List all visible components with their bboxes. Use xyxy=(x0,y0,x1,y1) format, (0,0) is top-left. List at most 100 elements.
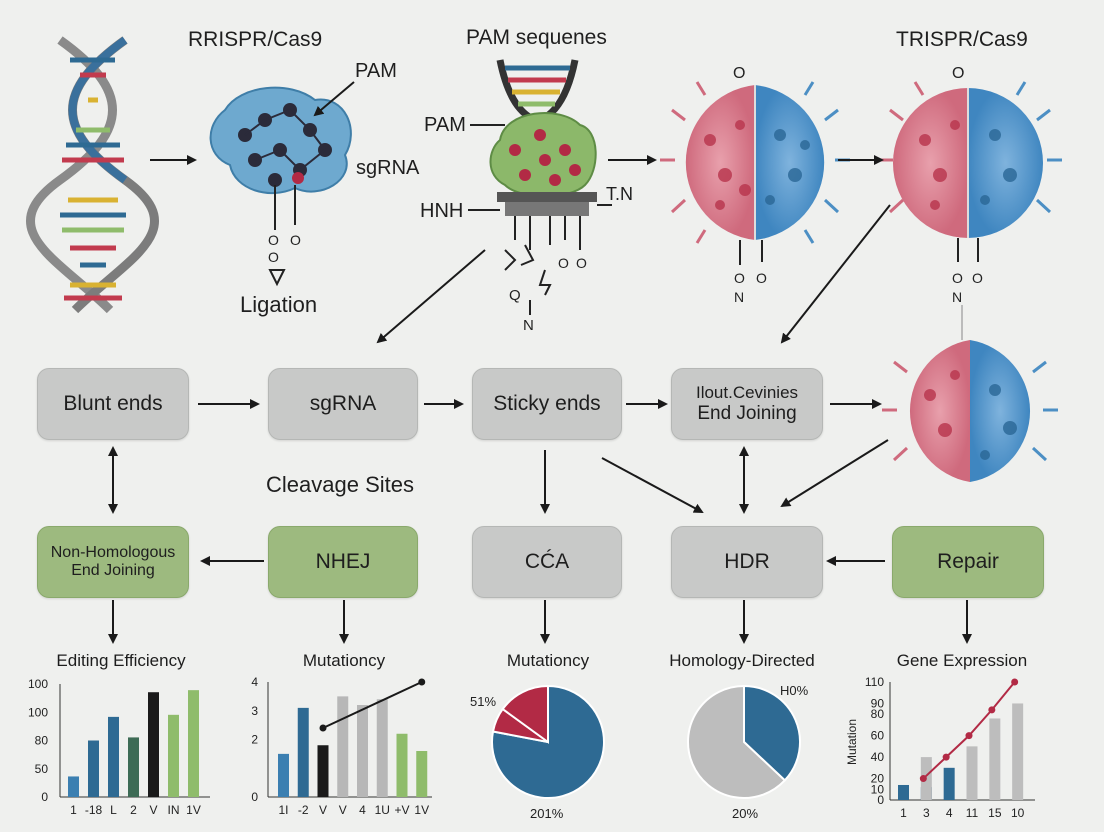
sgrna-box[interactable]: sgRNA xyxy=(268,368,418,440)
svg-text:O: O xyxy=(558,255,569,271)
pie2-label-top: H0% xyxy=(780,683,809,698)
y-tick-label: 0 xyxy=(877,793,884,807)
svg-text:O: O xyxy=(734,270,745,286)
y-tick-label: 20 xyxy=(871,772,885,786)
y-tick-label: 50 xyxy=(35,762,49,776)
flow-arrows xyxy=(108,155,972,644)
sticky-ends-text: Sticky ends xyxy=(493,391,601,415)
pie1-label-bottom: 201% xyxy=(530,806,564,821)
pam-label-a: PAM xyxy=(355,60,397,82)
bar xyxy=(989,718,1001,800)
y-tick-label: 110 xyxy=(865,675,884,689)
trend-point xyxy=(942,753,950,761)
bar xyxy=(317,745,329,797)
y-tick-label: 80 xyxy=(35,734,49,748)
trend-line xyxy=(322,681,423,729)
chart4-title: Homology-Directed xyxy=(669,651,815,670)
hdr-box[interactable]: HDR xyxy=(671,526,823,598)
svg-text:O: O xyxy=(952,270,963,286)
nhej-box[interactable]: NHEJ xyxy=(268,526,418,598)
x-tick-label: -2 xyxy=(298,803,309,817)
non-homologous-end-joining-box[interactable]: Non-Homologous End Joining xyxy=(37,526,189,598)
svg-text:O: O xyxy=(576,255,587,271)
x-tick-label: +V xyxy=(394,803,409,817)
bar xyxy=(168,714,179,797)
trend-point xyxy=(319,724,327,732)
pam-sequences-label: PAM sequenes xyxy=(466,26,607,49)
chart2-title: Mutationcy xyxy=(302,651,386,670)
dna-helix-icon xyxy=(26,36,159,314)
y-tick-label: 0 xyxy=(41,790,48,804)
trend-point xyxy=(988,706,996,714)
sticky-ends-box[interactable]: Sticky ends xyxy=(472,368,622,440)
bar xyxy=(416,751,428,797)
y-tick-label: 2 xyxy=(251,733,258,747)
x-tick-label: 1U xyxy=(375,803,390,817)
y-tick-label: 10 xyxy=(871,782,885,796)
cleavage-sites-label: Cleavage Sites xyxy=(266,472,414,497)
y-tick-label: 40 xyxy=(871,750,885,764)
sgrna-label: sgRNA xyxy=(356,157,420,179)
x-tick-label: 1 xyxy=(900,806,907,820)
x-tick-label: 1V xyxy=(414,803,429,817)
svg-text:O: O xyxy=(972,270,983,286)
bar xyxy=(148,692,159,797)
trend-point xyxy=(919,775,927,783)
cca-text: CĆA xyxy=(524,549,570,573)
bar xyxy=(376,699,388,797)
svg-text:O: O xyxy=(952,65,964,82)
pie2-label-bottom: 20% xyxy=(732,806,759,821)
nhej-text: NHEJ xyxy=(315,549,371,573)
repair-text: Repair xyxy=(937,549,999,573)
bar xyxy=(337,696,349,797)
svg-text:O: O xyxy=(290,232,301,248)
bar xyxy=(128,737,139,797)
chart-homology-pie xyxy=(687,684,801,799)
pam-label-b: PAM xyxy=(424,114,466,136)
x-tick-label: 1 xyxy=(70,803,77,817)
cca-box[interactable]: CĆA xyxy=(472,526,622,598)
bar xyxy=(297,707,309,797)
bar xyxy=(396,733,408,797)
end-joining-box[interactable]: Ilout.Cevinies End Joining xyxy=(671,368,823,440)
x-tick-label: 4 xyxy=(946,806,953,820)
chart5-title: Gene Expression xyxy=(896,651,1028,670)
chart1-title: Editing Efficiency xyxy=(56,651,186,670)
trend-point xyxy=(965,732,973,740)
x-tick-label: V xyxy=(319,803,327,817)
bar xyxy=(943,767,955,800)
x-tick-label: V xyxy=(149,803,157,817)
x-tick-label: 11 xyxy=(966,806,979,820)
repair-box[interactable]: Repair xyxy=(892,526,1044,598)
trend-point xyxy=(418,678,426,686)
cas9-protein-icon: O O O xyxy=(209,81,355,287)
y-tick-label: 0 xyxy=(251,790,258,804)
svg-text:N: N xyxy=(523,317,534,334)
pie1-label-top: 51% xyxy=(470,694,497,709)
ligation-label: Ligation xyxy=(240,292,318,317)
x-tick-label: IN xyxy=(168,803,180,817)
blunt-ends-text: Blunt ends xyxy=(63,391,163,415)
chart3-title: Mutationcy xyxy=(506,651,590,670)
x-tick-label: 4 xyxy=(359,803,366,817)
blunt-ends-box[interactable]: Blunt ends xyxy=(37,368,189,440)
x-tick-label: L xyxy=(110,803,117,817)
svg-text:N: N xyxy=(952,289,962,305)
cell-icon-3 xyxy=(882,340,1058,482)
tn-label: T.N xyxy=(606,184,633,204)
end-joining-line1: Ilout.Cevinies xyxy=(695,383,799,403)
x-tick-label: -18 xyxy=(85,803,103,817)
cell-icon-2: O O O N xyxy=(878,65,1062,340)
x-tick-label: V xyxy=(339,803,347,817)
svg-text:O: O xyxy=(268,249,279,265)
y-tick-label: 60 xyxy=(871,729,885,743)
pam-complex-icon: Q N O O xyxy=(468,59,612,334)
svg-text:O: O xyxy=(756,270,767,286)
bar xyxy=(1012,703,1024,800)
hdr-text: HDR xyxy=(724,549,770,573)
trend-point xyxy=(1011,678,1019,686)
y-tick-label: 90 xyxy=(871,696,885,710)
